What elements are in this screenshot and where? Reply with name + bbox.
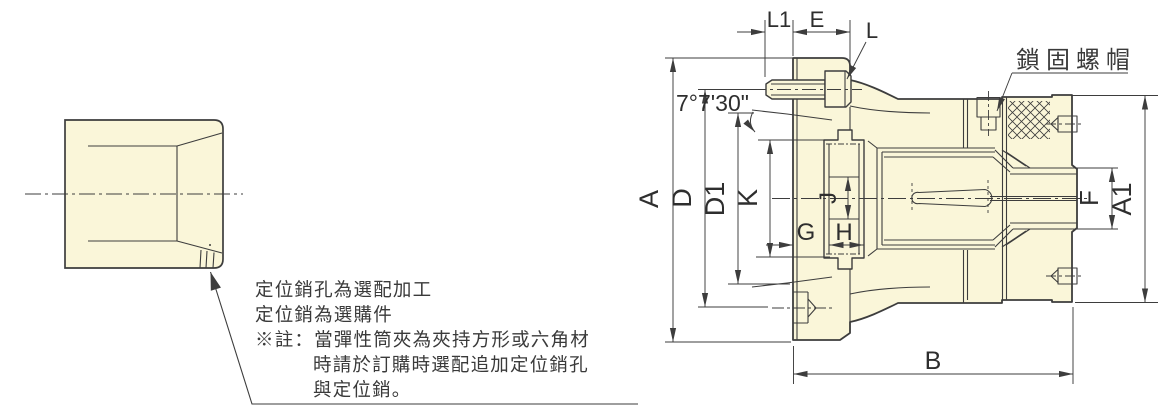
dim-label-h: H — [835, 219, 852, 246]
pin-hole-marks — [199, 249, 215, 269]
dim-label-e: E — [810, 7, 825, 32]
dim-label-d1: D1 — [700, 182, 730, 217]
note-leader-line — [209, 271, 638, 405]
leader-locknut — [996, 72, 1013, 112]
dim-label-k: K — [733, 189, 763, 207]
leader-L — [846, 41, 867, 80]
angle-arc — [743, 111, 756, 133]
angle-label: 7°7'30" — [676, 90, 749, 116]
dimension-lines — [665, 20, 1158, 384]
dim-label-f: F — [1074, 190, 1104, 206]
dim-label-b: B — [925, 347, 942, 375]
mount-hole — [772, 291, 833, 324]
dim-label-a1: A1 — [1107, 182, 1137, 215]
collet-side-view — [25, 119, 638, 405]
dim-label-l1: L1 — [767, 7, 791, 32]
note-line-3: ※註：當彈性筒夾為夾持方形或六角材 — [255, 330, 590, 351]
drive-key — [823, 129, 865, 270]
dim-label-a: A — [634, 190, 664, 208]
locknut-label: 鎖固螺帽 — [1016, 46, 1136, 74]
set-screw-bottom — [1046, 267, 1083, 285]
note-line-5: 與定位銷。 — [313, 380, 412, 401]
dim-label-d: D — [667, 188, 697, 208]
set-screw-top — [1046, 115, 1083, 133]
dimension-labels: L1 E L 7°7'30" 鎖固螺帽 A D D1 K G H J F A1 … — [634, 7, 1137, 375]
collet-slot — [911, 188, 993, 208]
dim-label-g: G — [797, 219, 816, 246]
note-line-2: 定位銷為選購件 — [255, 305, 393, 326]
dim-label-l: L — [866, 18, 878, 43]
chuck-section-view — [743, 57, 1090, 341]
note-line-1: 定位銷孔為選配加工 — [255, 280, 433, 301]
knurl-pattern — [1008, 101, 1050, 139]
note-line-4: 時請於訂購時選配追加定位銷孔 — [313, 355, 589, 376]
dim-label-j: J — [815, 192, 842, 204]
